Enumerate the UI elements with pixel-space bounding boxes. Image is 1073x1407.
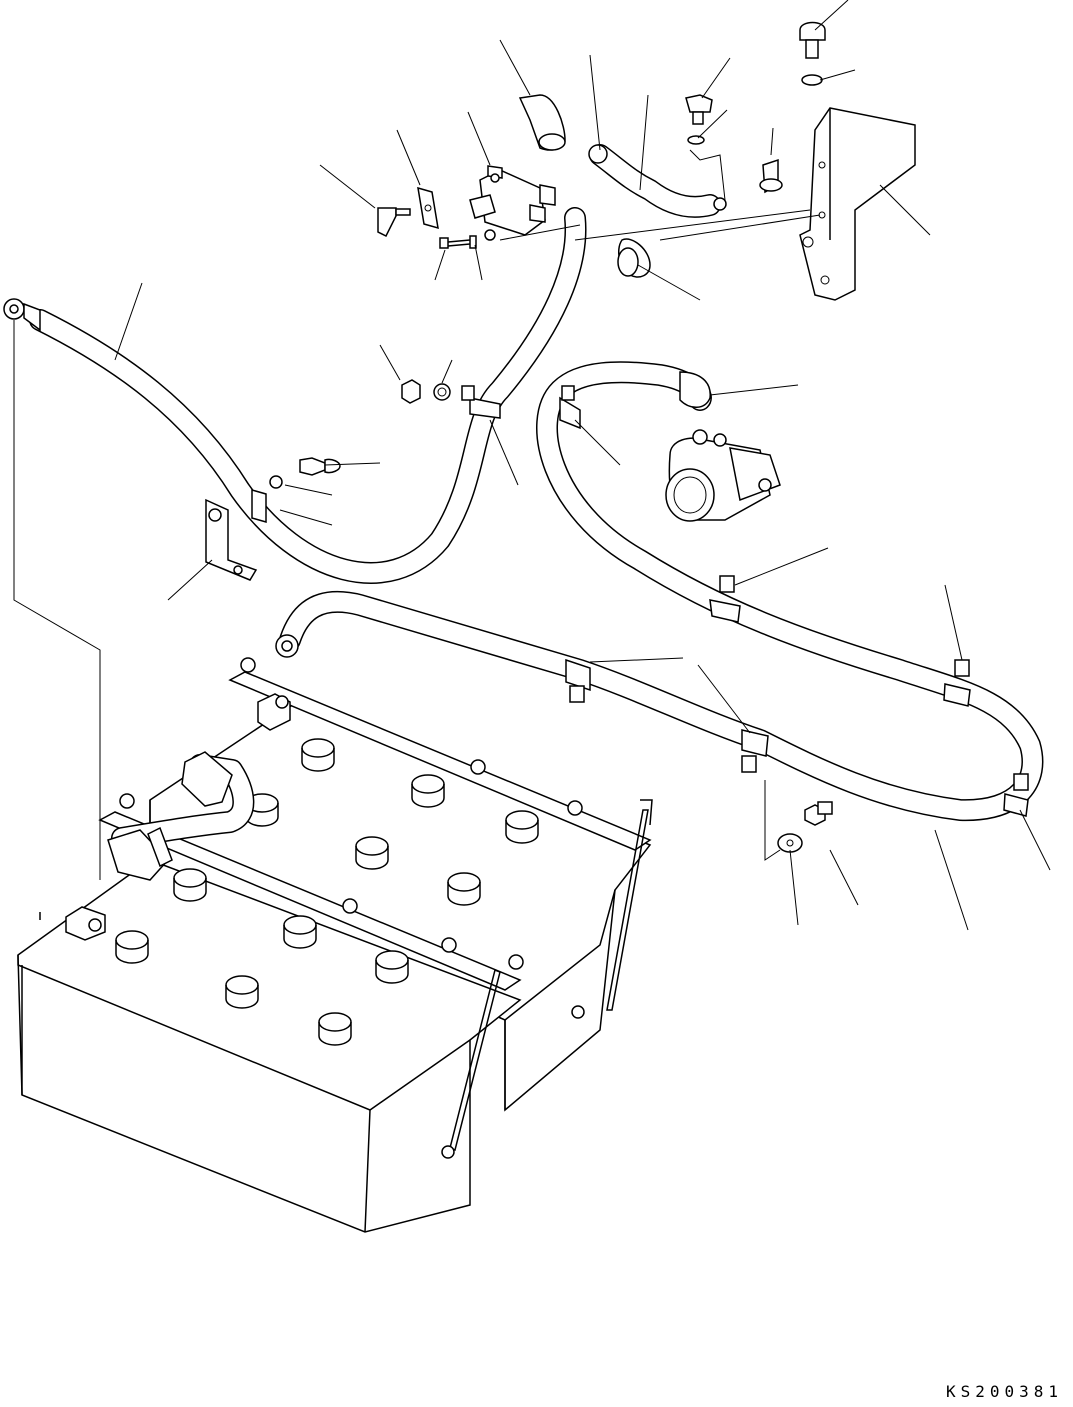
- mounting-bracket-small: [205, 498, 258, 581]
- drawing-code: KS200381: [945, 1382, 1063, 1401]
- interconnect-cable: [107, 751, 255, 881]
- positive-cable: [275, 361, 1044, 822]
- battery-assembly: [17, 657, 653, 1233]
- leader-lines: [13, 0, 1051, 931]
- fasteners: [269, 21, 833, 853]
- battery-tie-rods: [441, 799, 653, 1159]
- ground-cable: [3, 207, 587, 584]
- battery-relay: [665, 429, 781, 522]
- switch-plate: [417, 186, 439, 230]
- terminal-boot-3: [617, 238, 651, 278]
- hold-down-bars: [98, 657, 652, 991]
- battery-terminals: [65, 693, 291, 941]
- cable-clamps: [251, 385, 1029, 817]
- switch-screw: [439, 235, 477, 249]
- terminal-boot-1: [518, 94, 566, 151]
- disconnect-switch: [469, 165, 556, 241]
- switch-cable: [588, 144, 727, 218]
- mounting-bracket-large: [799, 107, 916, 301]
- switch-key: [377, 207, 411, 238]
- cell-caps-front: [115, 868, 409, 1046]
- terminal-boot-2: [759, 158, 783, 194]
